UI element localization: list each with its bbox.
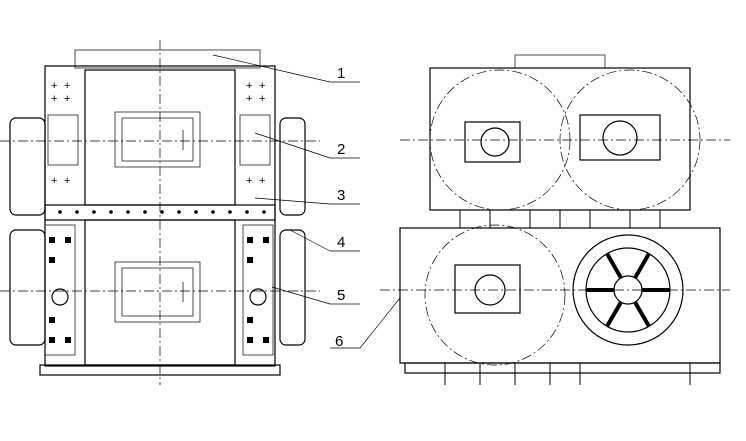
bolt [245, 210, 249, 214]
right-bearing-plate [242, 224, 274, 356]
left-upper-bearing [47, 114, 79, 166]
bolt-mark: + [51, 93, 57, 105]
leader-line-3 [254, 197, 331, 205]
leader-line-1 [212, 54, 331, 83]
bolt-mark: + [246, 175, 252, 187]
left-upper-flywheel [9, 117, 46, 216]
bolt [247, 317, 253, 323]
left-lower-flywheel [9, 229, 46, 346]
callout-5: 5 [337, 287, 345, 304]
bolt-mark: + [259, 93, 265, 105]
leader-line-2 [254, 132, 331, 159]
bolt [177, 210, 181, 214]
lower-frame [399, 227, 721, 364]
callout-1: 1 [337, 65, 345, 82]
bolt-mark: + [64, 93, 70, 105]
upper-right-bearing [602, 120, 638, 156]
right-lower-bearing [249, 288, 267, 306]
bolt-mark: + [51, 80, 57, 92]
right-upper-bearing [239, 114, 271, 166]
upper-window-inner [121, 117, 194, 162]
side-view: ++++++++++++ [0, 40, 320, 385]
bolt-mark: + [246, 93, 252, 105]
lower-left-roll [424, 224, 566, 366]
bolt [263, 337, 269, 343]
lower-inspection-window [114, 261, 201, 323]
bolt [126, 210, 130, 214]
callout-4: 4 [337, 234, 345, 251]
upper-inspection-window [114, 111, 201, 168]
base-frame [39, 364, 281, 376]
bolt [160, 210, 164, 214]
bolt-mark: + [51, 175, 57, 187]
bolt [247, 337, 253, 343]
spoke [633, 301, 651, 328]
bolt [194, 210, 198, 214]
bolt [75, 210, 79, 214]
bolt [65, 337, 71, 343]
bolt [109, 210, 113, 214]
bolt [65, 237, 71, 243]
left-lower-bearing [51, 288, 69, 306]
callout-3: 3 [337, 187, 345, 204]
bolt [263, 237, 269, 243]
left-bearing-plate [44, 224, 76, 356]
bolt [49, 337, 55, 343]
bolt [247, 237, 253, 243]
callout-6: 6 [335, 333, 343, 350]
feed-hopper [74, 49, 261, 69]
bolt [92, 210, 96, 214]
bolt-mark: + [246, 80, 252, 92]
bolt [49, 317, 55, 323]
bolt [247, 257, 253, 263]
spoke [633, 252, 651, 279]
right-upper-flywheel [279, 117, 306, 216]
top-hopper [514, 54, 606, 69]
spoke [605, 252, 623, 279]
bolt-mark: + [64, 175, 70, 187]
bolt-mark: + [259, 175, 265, 187]
bolt [49, 237, 55, 243]
frame-posts [444, 210, 691, 385]
upper-bearing-housing [464, 121, 521, 163]
leader-line-6 [359, 297, 401, 349]
bolt-mark: + [64, 80, 70, 92]
spoke [605, 301, 623, 328]
bolt [143, 210, 147, 214]
bolt [49, 257, 55, 263]
front-view [380, 54, 730, 385]
bolt [228, 210, 232, 214]
lower-bearing-housing [454, 264, 521, 314]
callouts: 1 2 3 4 5 6 [212, 54, 401, 350]
bolt-group: ++++++++++++ [49, 80, 269, 343]
bolt-mark: + [259, 80, 265, 92]
bolt [211, 210, 215, 214]
leader-line-5 [271, 286, 331, 305]
callout-2: 2 [337, 141, 345, 158]
upper-bearing [480, 127, 510, 157]
leader-line-4 [289, 229, 331, 252]
flywheel-spokes [586, 252, 670, 328]
upper-right-bearing-housing [579, 114, 661, 161]
lower-window-inner [121, 267, 194, 317]
right-lower-flywheel [279, 229, 306, 346]
bolt [262, 210, 266, 214]
bolt [58, 210, 62, 214]
front-base [404, 362, 721, 374]
